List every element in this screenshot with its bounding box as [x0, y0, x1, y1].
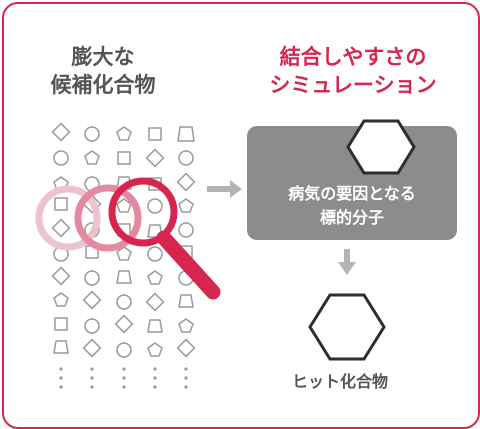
compound-circle: [53, 150, 69, 166]
compound-square: [176, 172, 196, 192]
compound-square: [82, 338, 102, 358]
candidate-heading-line2: 候補化合物: [50, 73, 156, 97]
simulation-heading-line1: 結合しやすさの: [279, 45, 427, 69]
compound-pentagon: [116, 246, 132, 261]
compound-square: [54, 197, 68, 211]
compound-trapezoid: [177, 126, 195, 142]
magnifier-trail-lens-medium: [74, 184, 142, 252]
compound-pentagon: [178, 198, 194, 213]
compound-square: [114, 314, 134, 334]
compound-trapezoid: [147, 319, 163, 333]
magnifier-icon: [108, 177, 221, 300]
compound-square: [145, 148, 165, 168]
magnifier-trail: [35, 184, 142, 252]
compound-pentagon: [147, 342, 163, 357]
candidate-compounds-heading: 膨大な 候補化合物: [28, 43, 178, 99]
compound-trapezoid: [178, 294, 194, 308]
continuation-dots: [59, 367, 188, 389]
compound-square: [51, 122, 71, 142]
compound-square: [117, 151, 131, 165]
compound-square: [54, 317, 68, 331]
compound-circle: [147, 246, 163, 262]
arrow-right-icon: [207, 180, 242, 198]
compound-square: [82, 290, 102, 310]
compound-pentagon: [53, 292, 69, 307]
target-label-line2: 標的分子: [319, 208, 384, 227]
compound-circle: [116, 342, 132, 358]
compound-trapezoid: [53, 340, 69, 354]
compound-trapezoid: [116, 270, 132, 284]
compound-square: [148, 127, 162, 141]
compound-pentagon: [116, 126, 132, 141]
compound-pentagon: [84, 150, 100, 165]
compound-circle: [178, 150, 194, 166]
compound-square: [51, 266, 71, 286]
compound-circle: [178, 222, 194, 238]
compound-square: [145, 292, 165, 312]
hit-compound-hexagon-icon: [308, 293, 386, 361]
hit-compound-label: ヒット化合物: [291, 372, 388, 391]
target-hexagon-icon: [346, 119, 416, 175]
compound-circle: [84, 126, 100, 142]
compound-circle: [84, 270, 100, 286]
compound-circle: [84, 318, 100, 334]
compound-pentagon: [116, 198, 132, 213]
arrow-down-icon: [338, 249, 356, 275]
compound-square: [176, 338, 196, 358]
magnifier-trail-lens-faint: [35, 185, 101, 251]
compound-circle: [116, 294, 132, 310]
candidate-heading-line1: 膨大な: [71, 45, 135, 69]
compound-square: [51, 218, 71, 238]
target-label-line1: 病気の要因となる: [288, 184, 416, 203]
simulation-heading-line2: シミュレーション: [269, 73, 437, 97]
compound-circle: [147, 198, 163, 214]
binding-simulation-heading: 結合しやすさの シミュレーション: [228, 43, 478, 99]
compound-pentagon: [147, 270, 163, 285]
target-molecule-label: 病気の要因となる 標的分子: [247, 182, 457, 230]
compound-pentagon: [178, 318, 194, 333]
